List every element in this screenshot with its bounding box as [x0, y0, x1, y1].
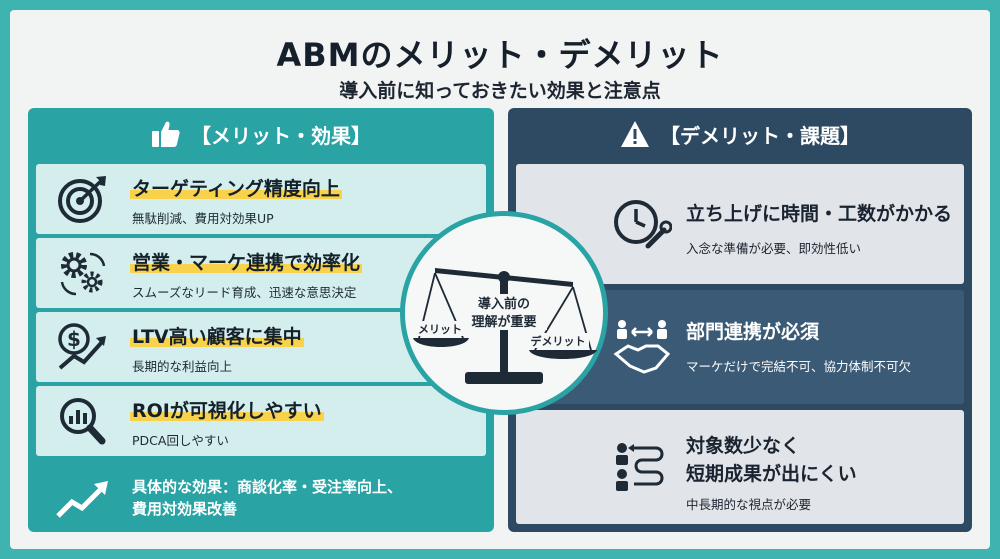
- demerits-header: 【デメリット・課題】: [508, 108, 972, 160]
- thumbs-up-icon: [152, 121, 180, 147]
- balance-scale-badge: メリット デメリット 導入前の 理解が重要: [400, 211, 608, 415]
- merit-title: ターゲティング精度向上: [130, 174, 342, 201]
- balance-scale-icon: メリット デメリット 導入前の 理解が重要: [413, 268, 597, 384]
- scale-center-line1: 導入前の: [478, 296, 530, 312]
- growth-arrow-icon: [56, 481, 108, 518]
- merit-subtitle: 無駄削減、費用対効果UP: [132, 211, 274, 226]
- merits-heading: 【メリット・効果】: [191, 123, 371, 148]
- merit-subtitle: 長期的な利益向上: [132, 359, 233, 374]
- warning-icon: [621, 121, 649, 147]
- merit-summary-text: 具体的な効果：商談化率・受注率向上、 費用対効果改善: [132, 476, 402, 520]
- dollar-growth-icon: $: [58, 323, 106, 370]
- scale-center-line2: 理解が重要: [471, 314, 536, 330]
- demerit-title: 部門連携が必須: [686, 321, 820, 343]
- page-subtitle: 導入前に知っておきたい効果と注意点: [339, 80, 661, 102]
- demerit-subtitle: マーケだけで完結不可、協力体制不可欠: [686, 359, 912, 374]
- merit-item-roi: ROIが可視化しやすい PDCA回しやすい: [36, 386, 486, 456]
- merits-header: 【メリット・効果】: [28, 108, 494, 160]
- gears-icon: [60, 252, 106, 296]
- page-title: ABMのメリット・デメリット: [276, 36, 724, 74]
- demerit-subtitle: 中長期的な視点が必要: [686, 497, 812, 512]
- demerits-panel: 【デメリット・課題】 立ち上げに時間・工数がかかる 入念な準備が必要、即効性低い…: [508, 108, 972, 532]
- merit-subtitle: スムーズなリード育成、迅速な意思決定: [132, 285, 357, 300]
- demerit-title: 立ち上げに時間・工数がかかる: [686, 203, 953, 225]
- demerit-title-line2: 短期成果が出にくい: [686, 463, 857, 485]
- magnifier-chart-icon: [60, 398, 106, 445]
- merit-summary: 具体的な効果：商談化率・受注率向上、 費用対効果改善: [36, 470, 486, 526]
- handshake-icon: [613, 320, 671, 374]
- target-icon: [58, 176, 106, 223]
- demerits-heading: 【デメリット・課題】: [660, 123, 860, 148]
- merit-item-targeting: ターゲティング精度向上 無駄削減、費用対効果UP: [36, 164, 486, 234]
- scale-right-label: デメリット: [531, 334, 586, 348]
- scale-left-label: メリット: [418, 323, 462, 336]
- svg-text:$: $: [67, 327, 81, 351]
- merit-summary-line2: 費用対効果改善: [132, 500, 238, 518]
- demerit-title-line1: 対象数少なく: [686, 435, 801, 457]
- merit-subtitle: PDCA回しやすい: [132, 433, 229, 448]
- demerit-subtitle: 入念な準備が必要、即効性低い: [686, 241, 862, 256]
- clock-wrench-icon: [614, 200, 672, 249]
- merit-title: LTV高い顧客に集中: [130, 322, 304, 349]
- merit-title: 営業・マーケ連携で効率化: [130, 248, 363, 275]
- merit-item-collaboration: 営業・マーケ連携で効率化 スムーズなリード育成、迅速な意思決定: [36, 238, 486, 308]
- demerit-item-short-term: 対象数少なく 短期成果が出にくい 中長期的な視点が必要: [516, 410, 964, 524]
- people-path-icon: [616, 443, 664, 491]
- merit-summary-line1: 具体的な効果：商談化率・受注率向上、: [132, 478, 403, 496]
- merit-title: ROIが可視化しやすい: [130, 396, 324, 423]
